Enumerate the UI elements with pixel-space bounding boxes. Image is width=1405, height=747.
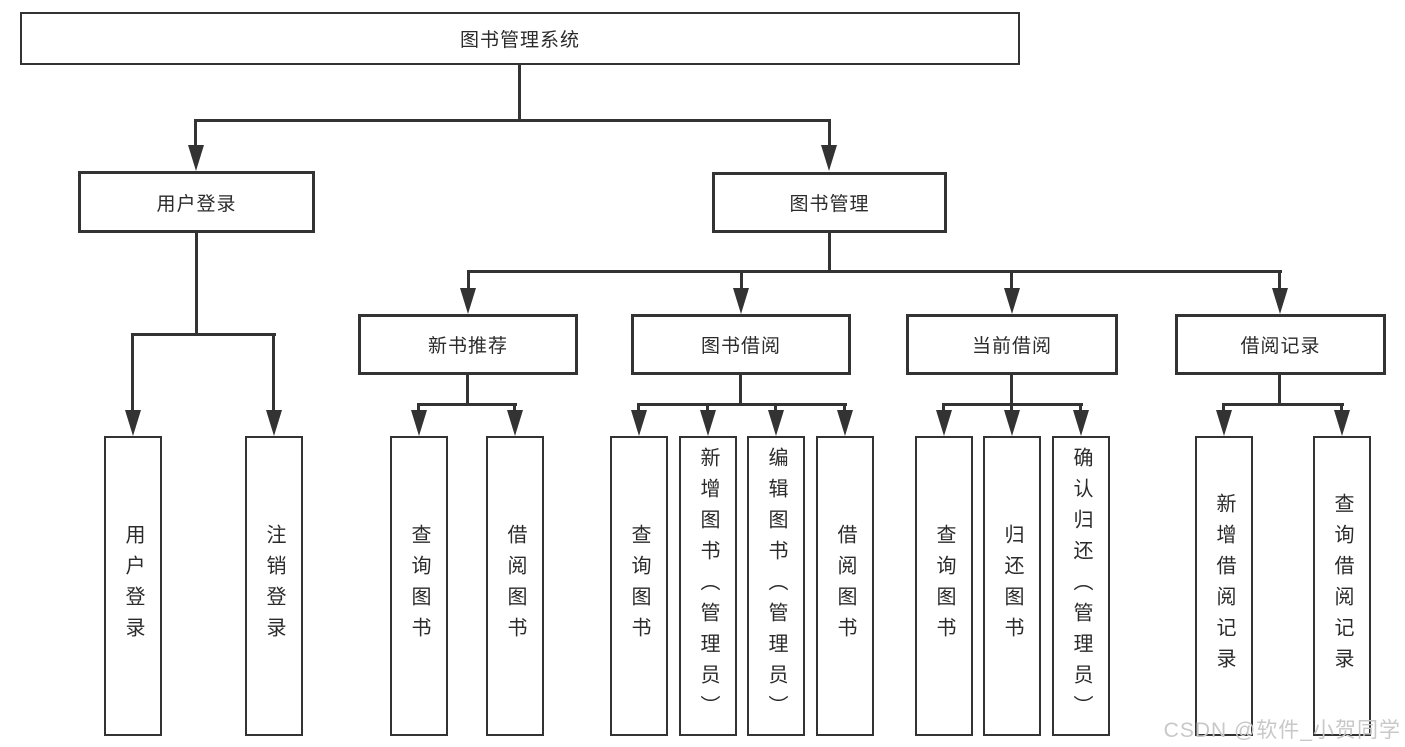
node-label: 查询图书 bbox=[933, 524, 955, 648]
leaf-current-return-books: 归还图书 bbox=[983, 436, 1041, 736]
connector-line bbox=[466, 375, 469, 406]
connector-line bbox=[518, 65, 521, 121]
node-label: 新书推荐 bbox=[427, 336, 508, 357]
connector-line bbox=[417, 403, 420, 415]
connector-line bbox=[828, 233, 831, 273]
node-label: 用户登录 bbox=[122, 524, 144, 648]
connector-line bbox=[194, 119, 197, 151]
connector-line bbox=[467, 270, 470, 293]
node-label: 查询图书 bbox=[408, 524, 430, 648]
connector-arrow bbox=[1334, 410, 1350, 436]
node-library-management-system: 图书管理系统 bbox=[20, 12, 1020, 65]
connector-line bbox=[1278, 375, 1281, 406]
connector-line bbox=[739, 375, 742, 406]
leaf-user-login: 用户登录 bbox=[104, 436, 162, 736]
connector-line bbox=[417, 403, 517, 406]
node-book-management: 图书管理 bbox=[712, 172, 947, 233]
connector-line bbox=[131, 333, 276, 336]
node-label: 确认归还（管理员） bbox=[1070, 446, 1092, 726]
node-label: 编辑图书（管理员） bbox=[765, 446, 787, 726]
connector-line bbox=[1278, 270, 1281, 293]
connector-line bbox=[195, 233, 198, 336]
connector-arrow bbox=[1004, 410, 1020, 436]
leaf-records-add-borrow-record: 新增借阅记录 bbox=[1195, 436, 1253, 736]
node-label: 用户登录 bbox=[156, 193, 237, 215]
connector-arrow bbox=[631, 410, 647, 436]
node-label: 查询图书 bbox=[628, 524, 650, 648]
connector-arrow bbox=[125, 410, 141, 436]
connector-line bbox=[843, 403, 846, 415]
connector-arrow bbox=[507, 410, 523, 436]
connector-line bbox=[1010, 270, 1013, 293]
connector-arrow bbox=[411, 410, 427, 436]
connector-line bbox=[637, 403, 640, 415]
connector-line bbox=[513, 403, 516, 415]
connector-arrow bbox=[1216, 410, 1232, 436]
connector-line bbox=[1010, 403, 1013, 415]
node-label: 当前借阅 bbox=[971, 336, 1052, 357]
node-label: 借阅图书 bbox=[504, 524, 526, 648]
node-label: 借阅记录 bbox=[1240, 336, 1321, 357]
leaf-current-query-books: 查询图书 bbox=[915, 436, 973, 736]
leaf-borrow-query-books: 查询图书 bbox=[610, 436, 668, 736]
leaf-records-query-borrow-record: 查询借阅记录 bbox=[1313, 436, 1371, 736]
connector-arrow bbox=[1004, 288, 1020, 314]
csdn-watermark: CSDN @软件_小贺同学 bbox=[1163, 719, 1401, 742]
connector-arrow bbox=[768, 410, 784, 436]
connector-line bbox=[1222, 403, 1225, 415]
leaf-borrow-add-books-admin: 新增图书（管理员） bbox=[679, 436, 737, 736]
connector-arrow bbox=[837, 410, 853, 436]
connector-arrow bbox=[1073, 410, 1089, 436]
leaf-logout: 注销登录 bbox=[245, 436, 303, 736]
connector-line bbox=[637, 403, 847, 406]
connector-arrow bbox=[936, 410, 952, 436]
node-new-book-recommend: 新书推荐 bbox=[358, 314, 578, 375]
connector-arrow bbox=[700, 410, 716, 436]
connector-arrow bbox=[733, 288, 749, 314]
connector-line bbox=[1340, 403, 1343, 415]
leaf-recommend-query-books: 查询图书 bbox=[390, 436, 448, 736]
leaf-borrow-edit-books-admin: 编辑图书（管理员） bbox=[747, 436, 805, 736]
connector-line bbox=[272, 333, 275, 412]
connector-line bbox=[1079, 403, 1082, 415]
leaf-recommend-borrow-books: 借阅图书 bbox=[486, 436, 544, 736]
connector-line bbox=[467, 270, 1282, 273]
node-label: 查询借阅记录 bbox=[1331, 493, 1353, 679]
node-label: 新增借阅记录 bbox=[1213, 493, 1235, 679]
node-label: 新增图书（管理员） bbox=[697, 446, 719, 726]
node-user-login: 用户登录 bbox=[78, 171, 315, 233]
node-book-borrow: 图书借阅 bbox=[631, 314, 851, 375]
connector-line bbox=[1010, 375, 1013, 406]
node-label: 归还图书 bbox=[1001, 524, 1023, 648]
connector-arrow bbox=[188, 145, 204, 171]
connector-line bbox=[942, 403, 945, 415]
leaf-borrow-borrow-books: 借阅图书 bbox=[816, 436, 874, 736]
connector-line bbox=[740, 270, 743, 293]
connector-line bbox=[706, 403, 709, 415]
node-label: 图书借阅 bbox=[700, 336, 781, 357]
connector-arrow bbox=[266, 410, 282, 436]
connector-line bbox=[131, 333, 134, 412]
connector-line bbox=[828, 119, 831, 151]
connector-line bbox=[194, 119, 831, 122]
node-label: 图书管理 bbox=[789, 194, 870, 215]
node-label: 图书管理系统 bbox=[459, 30, 580, 51]
node-label: 注销登录 bbox=[263, 524, 285, 648]
connector-arrow bbox=[1272, 288, 1288, 314]
connector-arrow bbox=[460, 288, 476, 314]
leaf-current-confirm-return-admin: 确认归还（管理员） bbox=[1052, 436, 1110, 736]
connector-arrow bbox=[821, 145, 837, 171]
connector-line bbox=[774, 403, 777, 415]
node-label: 借阅图书 bbox=[834, 524, 856, 648]
node-current-borrow: 当前借阅 bbox=[906, 314, 1118, 375]
connector-line bbox=[1222, 403, 1344, 406]
node-borrow-records: 借阅记录 bbox=[1175, 314, 1386, 375]
